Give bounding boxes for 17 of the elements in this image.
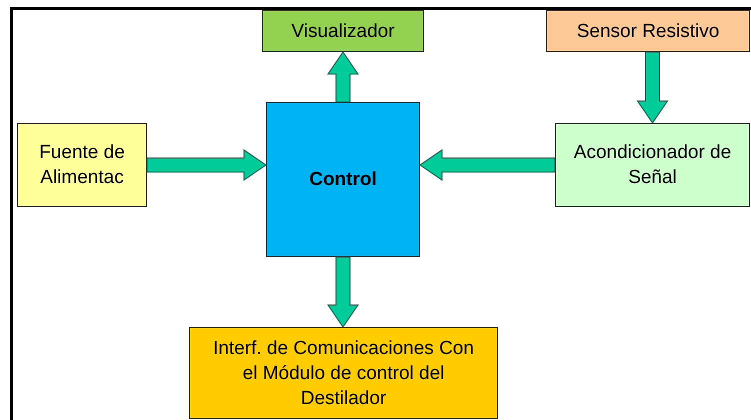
- block-arrow: [636, 52, 668, 124]
- box-label: Sensor Resistivo: [576, 20, 720, 44]
- block-arrow: [327, 51, 359, 102]
- box-label: Interf. de Comunicaciones Con el Módulo de control del Destilador: [212, 337, 475, 411]
- display-box: [262, 10, 424, 52]
- box-label: Control: [308, 168, 378, 192]
- conditioner-box: [555, 123, 750, 207]
- control-box: [266, 102, 420, 257]
- sensor-box: [546, 10, 750, 52]
- block-arrow: [146, 149, 267, 181]
- box-label: Acondicionador de Señal: [572, 141, 732, 190]
- box-label: Fuente de Alimentac: [38, 141, 126, 190]
- box-label: Visualizador: [290, 20, 396, 44]
- block-arrow: [327, 256, 359, 328]
- interface-box: [189, 327, 498, 419]
- power-supply-box: [17, 123, 147, 207]
- block-arrow: [419, 149, 556, 181]
